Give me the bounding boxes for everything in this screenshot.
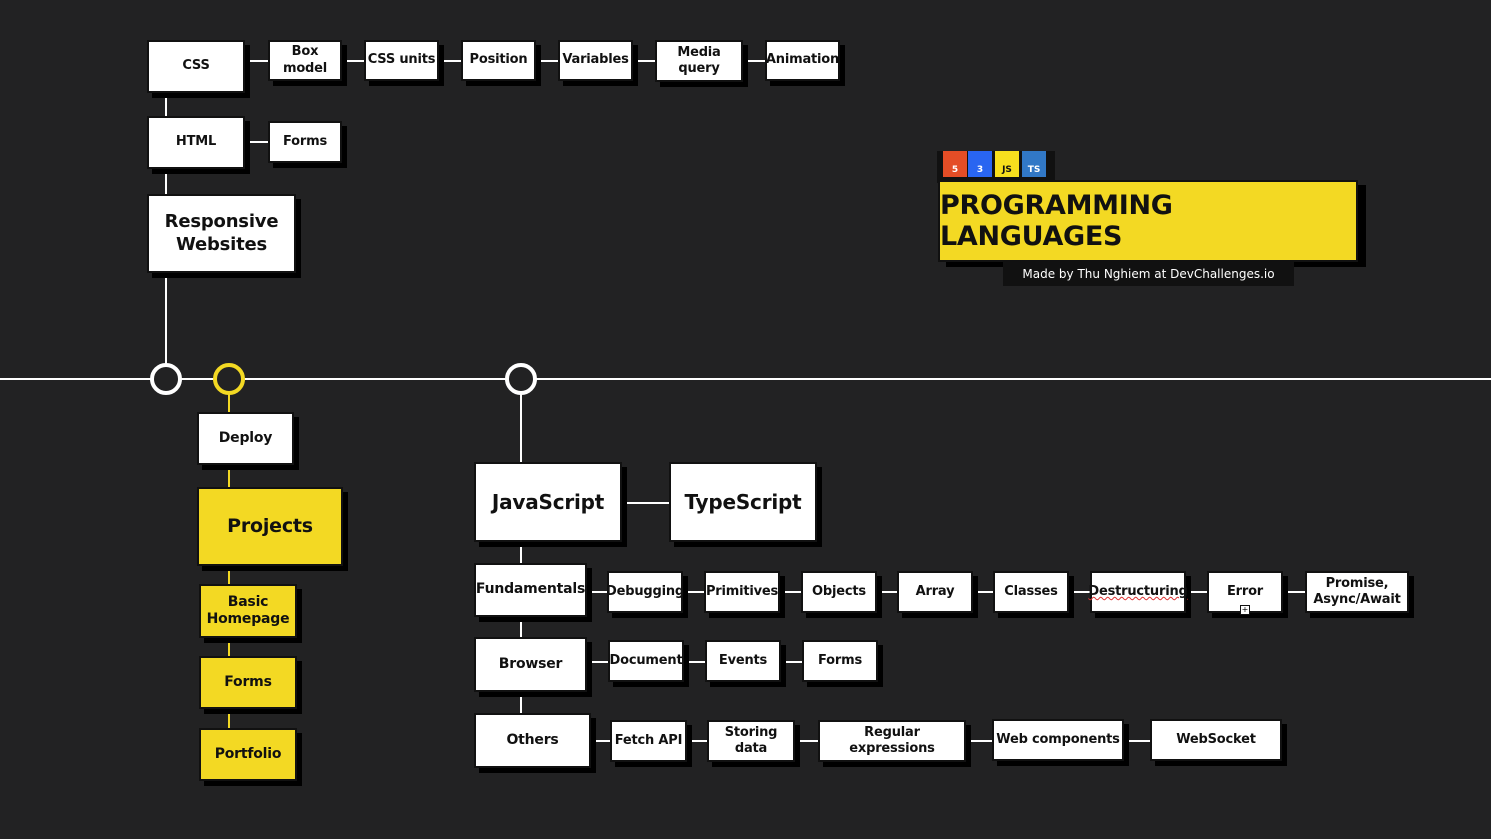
node-browser-forms[interactable]: Forms: [802, 640, 878, 682]
javascript-icon: JS: [995, 151, 1019, 177]
node-browser[interactable]: Browser: [474, 637, 587, 692]
node-objects[interactable]: Objects: [801, 571, 877, 613]
node-media-query[interactable]: Media query: [655, 40, 743, 82]
node-web-components[interactable]: Web components: [992, 719, 1124, 761]
node-promise-async-await[interactable]: Promise, Async/Await: [1305, 571, 1409, 613]
node-variables[interactable]: Variables: [558, 40, 633, 81]
node-deploy[interactable]: Deploy: [197, 412, 294, 465]
node-primitives[interactable]: Primitives: [704, 571, 780, 613]
node-animation[interactable]: Animation: [765, 40, 840, 81]
node-projects[interactable]: Projects: [197, 487, 343, 566]
node-debugging[interactable]: Debugging: [606, 571, 684, 613]
node-events[interactable]: Events: [705, 640, 781, 682]
node-document[interactable]: Document: [608, 640, 684, 682]
node-javascript[interactable]: JavaScript: [474, 462, 622, 542]
node-responsive-websites[interactable]: Responsive Websites: [147, 194, 296, 273]
node-destructuring-label: Destructuring: [1088, 583, 1188, 599]
credit-caption: Made by Thu Nghiem at DevChallenges.io: [1003, 262, 1294, 286]
css3-icon: 3: [968, 151, 992, 177]
node-project-basic-homepage[interactable]: Basic Homepage: [199, 584, 297, 638]
timeline-node-projects[interactable]: [213, 363, 245, 395]
node-array[interactable]: Array: [897, 571, 973, 613]
timeline-node-javascript[interactable]: [505, 363, 537, 395]
node-others[interactable]: Others: [474, 713, 591, 768]
node-storing-data[interactable]: Storing data: [707, 720, 795, 762]
typescript-icon: TS: [1022, 151, 1046, 177]
add-node-handle-icon[interactable]: +: [1240, 605, 1250, 615]
page-title: PROGRAMMING LANGUAGES: [938, 180, 1358, 262]
node-position[interactable]: Position: [461, 40, 536, 81]
node-project-forms[interactable]: Forms: [199, 656, 297, 709]
node-project-portfolio[interactable]: Portfolio: [199, 728, 297, 781]
node-typescript[interactable]: TypeScript: [669, 462, 817, 542]
timeline-node-web[interactable]: [150, 363, 182, 395]
node-html[interactable]: HTML: [147, 116, 245, 169]
node-fundamentals[interactable]: Fundamentals: [474, 563, 587, 617]
node-html-forms[interactable]: Forms: [268, 121, 342, 163]
node-websocket[interactable]: WebSocket: [1150, 719, 1282, 761]
node-classes[interactable]: Classes: [993, 571, 1069, 613]
node-css[interactable]: CSS: [147, 40, 245, 93]
node-box-model[interactable]: Box model: [268, 40, 342, 81]
node-regular-expressions[interactable]: Regular expressions: [818, 720, 966, 762]
html5-icon: 5: [943, 151, 967, 177]
node-fetch-api[interactable]: Fetch API: [610, 720, 687, 762]
node-destructuring[interactable]: Destructuring: [1088, 571, 1188, 613]
node-css-units[interactable]: CSS units: [364, 40, 439, 81]
